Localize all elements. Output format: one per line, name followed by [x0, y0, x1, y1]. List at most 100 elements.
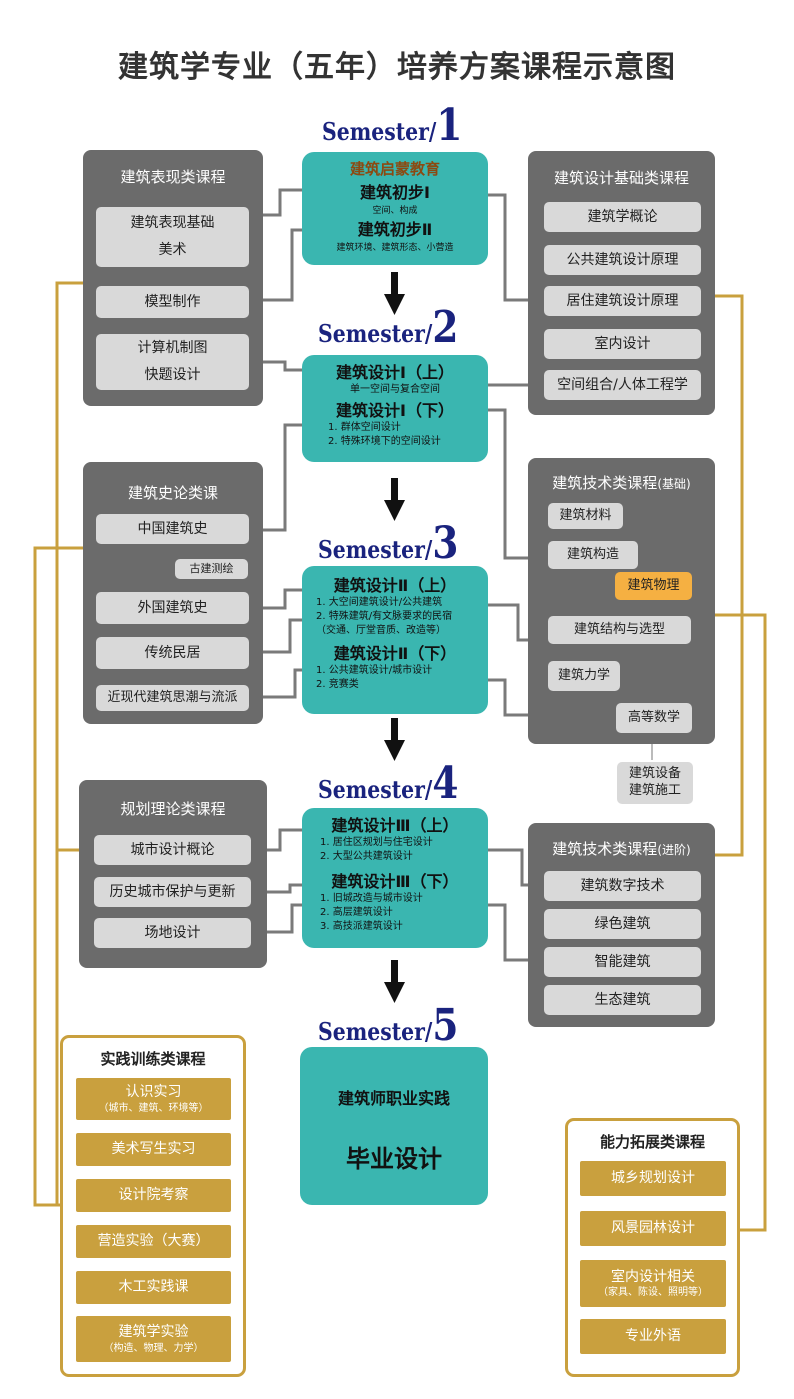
- practice-courses-panel: 实践训练类课程 认识实习 （城市、建筑、环境等） 美术写生实习 设计院考察 营造…: [60, 1035, 246, 1377]
- course-item-mechanics: 建筑力学: [548, 661, 620, 691]
- panel-title-suffix: (进阶): [657, 843, 691, 857]
- practice-item: 设计院考察: [76, 1179, 231, 1212]
- expression-courses-panel: 建筑表现类课程 建筑表现基础 美术 模型制作 计算机制图 快题设计: [83, 150, 263, 406]
- panel-title: 规划理论类课程: [120, 800, 226, 818]
- course-label: 模型制作: [144, 293, 201, 310]
- semester-4-label: Semester/4: [318, 758, 458, 809]
- panel-title: 建筑技术类课程(基础): [528, 472, 715, 493]
- ability-courses-panel: 能力拓展类课程 城乡规划设计 风景园林设计 室内设计相关 （家具、陈设、照明等）…: [565, 1118, 740, 1377]
- course-item: 计算机制图 快题设计: [96, 334, 249, 390]
- sem5-course-2: 毕业设计: [346, 1145, 442, 1173]
- sem5-course-1: 建筑师职业实践: [337, 1089, 450, 1108]
- course-item: 近现代建筑思潮与流派: [96, 685, 249, 711]
- sem1-course-2: 建筑初步Ⅱ: [357, 220, 433, 239]
- course-item: 建筑数字技术: [544, 871, 701, 901]
- course-label: 专业外语: [625, 1328, 681, 1345]
- semester-5-label: Semester/5: [318, 1000, 458, 1051]
- course-item: 中国建筑史: [96, 514, 249, 544]
- semester-3-label: Semester/3: [318, 518, 458, 569]
- course-label: 建筑施工: [628, 783, 681, 798]
- course-item: 模型制作: [96, 286, 249, 318]
- sem3-course-2: 建筑设计Ⅱ（下）: [333, 644, 457, 663]
- sem4-course-2-item: 2. 高层建筑设计: [320, 907, 393, 918]
- semester-prefix: Semester/: [318, 319, 433, 348]
- design-basics-panel: 建筑设计基础类课程 建筑学概论 公共建筑设计原理 居住建筑设计原理 室内设计 空…: [528, 151, 715, 415]
- course-label: 营造实验（大赛）: [97, 1233, 210, 1250]
- course-sub-label: （城市、建筑、环境等）: [98, 1102, 209, 1114]
- panel-title-text: 建筑技术类课程: [552, 474, 658, 492]
- sem2-course-1-sub: 单一空间与复合空间: [350, 384, 440, 395]
- semester-prefix: Semester/: [318, 1017, 433, 1046]
- semester-2-box: 建筑设计Ⅰ（上） 单一空间与复合空间 建筑设计Ⅰ（下） 1. 群体空间设计 2.…: [302, 355, 488, 462]
- course-label: 建筑设备: [628, 766, 681, 782]
- sem4-course-2-item: 3. 高技派建筑设计: [320, 921, 403, 932]
- history-courses-panel: 建筑史论类课 中国建筑史 古建测绘 外国建筑史 传统民居 近现代建筑思潮与流派: [83, 462, 263, 724]
- semester-prefix: Semester/: [322, 117, 437, 146]
- course-label: 美术: [158, 242, 187, 258]
- semester-number: 2: [432, 302, 459, 353]
- practice-item: 营造实验（大赛）: [76, 1225, 231, 1258]
- sem1-course-1-sub: 空间、构成: [372, 206, 418, 216]
- course-label: 计算机制图: [137, 340, 208, 357]
- sem4-course-2-item: 1. 旧城改造与城市设计: [320, 893, 423, 904]
- sem4-course-2: 建筑设计Ⅲ（下）: [331, 872, 459, 891]
- course-item-structure: 建筑结构与选型: [548, 616, 691, 644]
- course-item: 室内设计: [544, 329, 701, 359]
- course-label: 风景园林设计: [611, 1220, 695, 1237]
- sem1-course-2-sub: 建筑环境、建筑形态、小营造: [336, 243, 454, 253]
- practice-item: 建筑学实验 （构造、物理、力学）: [76, 1316, 231, 1362]
- course-item: 智能建筑: [544, 947, 701, 977]
- semester-3-box: 建筑设计Ⅱ（上） 1. 大空间建筑设计/公共建筑 2. 特殊建筑/有文脉要求的民…: [302, 566, 488, 714]
- panel-title-text: 建筑技术类课程: [552, 840, 658, 858]
- page-title: 建筑学专业（五年）培养方案课程示意图: [118, 50, 676, 85]
- semester-number: 5: [432, 1000, 459, 1051]
- sem3-course-2-item: 1. 公共建筑设计/城市设计: [316, 665, 433, 676]
- course-item: 建筑表现基础 美术: [96, 207, 249, 267]
- sem2-course-2-item: 2. 特殊环境下的空间设计: [328, 436, 441, 447]
- course-label: 美术写生实习: [111, 1141, 196, 1158]
- practice-item: 美术写生实习: [76, 1133, 231, 1166]
- course-item: 外国建筑史: [96, 592, 249, 624]
- course-label: 室内设计相关: [611, 1268, 695, 1285]
- panel-title: 能力拓展类课程: [599, 1133, 705, 1151]
- panel-title: 建筑表现类课程: [120, 168, 226, 186]
- course-item: 场地设计: [94, 918, 251, 948]
- sem3-course-1-item: （交通、厅堂音质、改造等）: [316, 625, 446, 636]
- course-label: 建筑表现基础: [130, 215, 215, 232]
- semester-1-box: 建筑启蒙教育 建筑初步Ⅰ 空间、构成 建筑初步Ⅱ 建筑环境、建筑形态、小营造: [302, 152, 488, 265]
- course-item: 空间组合/人体工程学: [544, 370, 701, 400]
- panel-title: 建筑设计基础类课程: [553, 169, 689, 187]
- semester-4-box: 建筑设计Ⅲ（上） 1. 居住区规划与住宅设计 2. 大型公共建筑设计 建筑设计Ⅲ…: [302, 808, 488, 948]
- semester-number: 3: [432, 518, 459, 569]
- course-item-construction: 建筑构造: [548, 541, 638, 569]
- tech-basic-panel: 建筑技术类课程(基础) 建筑材料 建筑构造 建筑物理 建筑结构与选型 建筑力学 …: [528, 458, 715, 744]
- sem2-course-2-item: 1. 群体空间设计: [328, 422, 401, 433]
- course-sub-label: （家具、陈设、照明等）: [598, 1287, 708, 1299]
- tech-advanced-panel: 建筑技术类课程(进阶) 建筑数字技术 绿色建筑 智能建筑 生态建筑: [528, 823, 715, 1027]
- sem2-course-1: 建筑设计Ⅰ（上）: [336, 363, 454, 382]
- sem3-course-1-item: 2. 特殊建筑/有文脉要求的民宿: [316, 611, 453, 622]
- sem3-course-1-item: 1. 大空间建筑设计/公共建筑: [316, 597, 443, 608]
- panel-title-suffix: (基础): [657, 477, 691, 491]
- course-item: 建筑学概论: [544, 202, 701, 232]
- ability-item: 风景园林设计: [580, 1211, 726, 1246]
- course-item: 公共建筑设计原理: [544, 245, 701, 275]
- course-label: 快题设计: [144, 367, 201, 383]
- course-label: 城乡规划设计: [611, 1170, 695, 1187]
- course-item: 生态建筑: [544, 985, 701, 1015]
- course-label: 木工实践课: [118, 1279, 189, 1296]
- semester-2-label: Semester/2: [318, 302, 458, 353]
- semester-number: 4: [432, 758, 459, 809]
- course-sub-item: 古建测绘: [175, 559, 248, 579]
- course-sub-label: （构造、物理、力学）: [103, 1342, 204, 1354]
- semester-5-box: 建筑师职业实践 毕业设计: [300, 1047, 488, 1205]
- course-item: 城市设计概论: [94, 835, 251, 865]
- semester-prefix: Semester/: [318, 535, 433, 564]
- practice-item: 认识实习 （城市、建筑、环境等）: [76, 1078, 231, 1120]
- panel-title: 实践训练类课程: [100, 1050, 206, 1068]
- ability-item: 专业外语: [580, 1319, 726, 1354]
- sem1-heading: 建筑启蒙教育: [349, 160, 440, 178]
- semester-number: 1: [436, 100, 463, 151]
- planning-courses-panel: 规划理论类课程 城市设计概论 历史城市保护与更新 场地设计: [79, 780, 267, 968]
